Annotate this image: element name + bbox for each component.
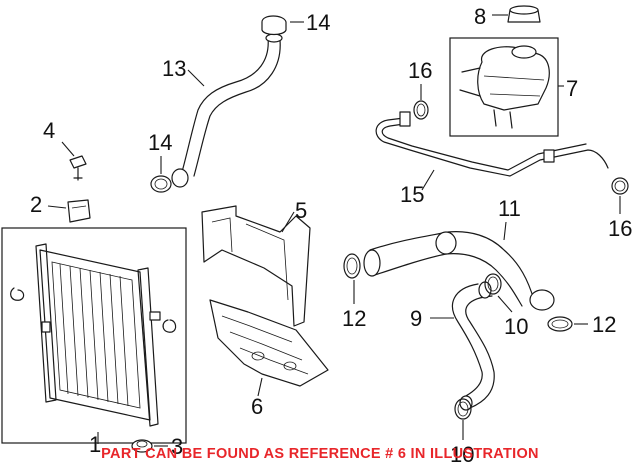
- callout-4: 4: [43, 118, 55, 143]
- retaining-pin: [69, 155, 87, 181]
- callout-13: 13: [162, 56, 186, 81]
- callout-16-top: 16: [408, 58, 432, 83]
- callout-10-lower: 10: [450, 442, 474, 467]
- expansion-tank-cap: [507, 5, 541, 23]
- radiator-shroud: [201, 205, 311, 327]
- callout-12-left: 12: [342, 306, 366, 331]
- radiator: [1, 227, 187, 444]
- callout-16-right: 16: [608, 216, 632, 241]
- coolant-vent-line: [375, 111, 609, 177]
- callout-6: 6: [251, 394, 263, 419]
- callout-7: 7: [566, 76, 578, 101]
- callout-15: 15: [400, 182, 424, 207]
- callout-3: 3: [171, 434, 183, 459]
- callout-11: 11: [498, 196, 521, 221]
- radiator-frame: [1, 227, 187, 444]
- callout-5: 5: [295, 198, 307, 223]
- callout-12-right: 12: [592, 312, 616, 337]
- callout-9: 9: [410, 306, 422, 331]
- callout-10-upper: 10: [504, 314, 528, 339]
- radiator-mount: [67, 199, 91, 223]
- o-ring-12: [343, 253, 573, 332]
- reference-notice: PART CAN BE FOUND AS REFERENCE # 6 IN IL…: [101, 446, 539, 462]
- callout-2: 2: [30, 192, 42, 217]
- o-ring-16: [413, 100, 629, 195]
- hose-clamp-14: [150, 15, 287, 193]
- expansion-tank: [449, 37, 559, 137]
- callout-8: 8: [474, 4, 486, 29]
- lower-radiator-hose: [452, 281, 495, 411]
- callout-14-top: 14: [306, 10, 330, 35]
- upper-radiator-hose: [363, 231, 555, 311]
- coolant-bypass-hose: [171, 33, 283, 188]
- grommet: [131, 439, 153, 453]
- air-deflector: [209, 299, 329, 387]
- o-ring-10: [454, 273, 502, 420]
- callout-14-left: 14: [148, 130, 172, 155]
- tank-frame: [449, 37, 559, 137]
